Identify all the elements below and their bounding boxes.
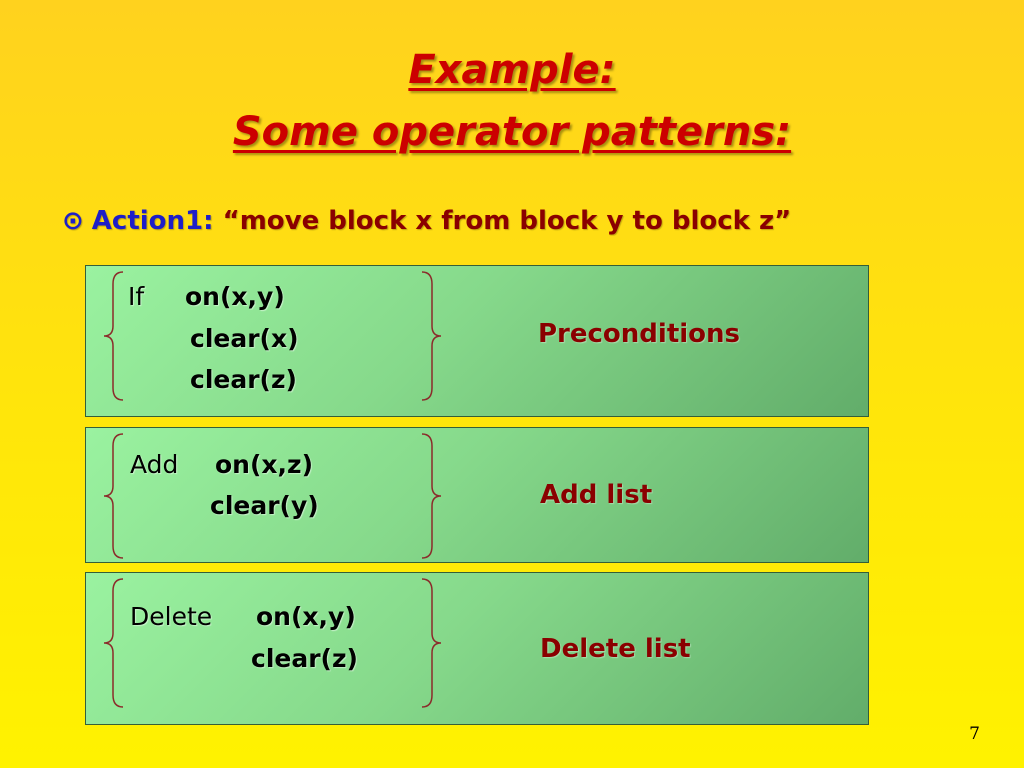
left-brace-icon: [101, 577, 125, 709]
condition-line: on(x,y): [185, 282, 285, 311]
keyword-add: Add: [130, 450, 179, 479]
add-list-box: Add on(x,z) clear(y) Add list: [85, 427, 869, 563]
keyword-delete: Delete: [130, 602, 213, 631]
preconditions-box: If on(x,y) clear(x) clear(z) Preconditio…: [85, 265, 869, 417]
add-list-caption: Add list: [540, 480, 653, 510]
right-brace-icon: [420, 432, 444, 560]
bullet-action1: ⊙Action1: “move block x from block y to …: [62, 206, 791, 236]
condition-line: clear(x): [190, 324, 299, 353]
bullet-text: “move block x from block y to block z”: [222, 206, 792, 236]
keyword-if: If: [128, 282, 145, 311]
slide-title-line1: Example:: [408, 47, 616, 93]
bullet-label: Action1:: [91, 206, 214, 236]
preconditions-caption: Preconditions: [538, 319, 741, 349]
page-number: 7: [969, 724, 980, 744]
delete-list-box: Delete on(x,y) clear(z) Delete list: [85, 572, 869, 725]
delete-line: clear(z): [251, 644, 358, 673]
bullet-circle-icon: ⊙: [62, 206, 84, 236]
slide-title-line2: Some operator patterns:: [232, 109, 792, 155]
delete-line: on(x,y): [256, 602, 356, 631]
add-line: clear(y): [210, 491, 319, 520]
add-line: on(x,z): [215, 450, 313, 479]
left-brace-icon: [101, 270, 125, 402]
delete-list-caption: Delete list: [540, 634, 691, 664]
condition-line: clear(z): [190, 365, 297, 394]
right-brace-icon: [420, 577, 444, 709]
right-brace-icon: [420, 270, 444, 402]
left-brace-icon: [101, 432, 125, 560]
